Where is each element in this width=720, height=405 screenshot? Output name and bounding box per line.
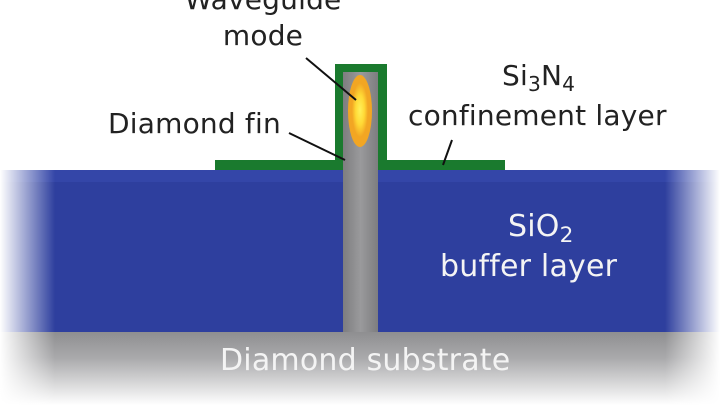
si3n4-si-text: Si [502,59,528,92]
si3n4-layer-right [378,160,505,170]
waveguide-mode-label: Waveguide mode [168,0,358,50]
diamond-fin-leader [288,132,346,161]
diamond-fin-label: Diamond fin [108,107,281,140]
confinement-layer-leader [442,139,453,166]
left-edge-fade [0,160,55,405]
buffer-layer-label: buffer layer [440,249,618,284]
sio2-text: SiO [508,209,560,244]
right-edge-fade [665,160,720,405]
si3n4-subscript-3: 3 [527,71,541,96]
confinement-layer-label: confinement layer [408,99,667,132]
si3n4-n-text: N [540,59,563,92]
sio2-subscript-2: 2 [559,223,574,249]
si3n4-subscript-4: 4 [562,71,576,96]
waveguide-mode-leader [305,57,357,101]
diamond-substrate-label: Diamond substrate [220,343,511,378]
si3n4-layer-left [215,160,345,170]
si3n4-label: Si3N4 [502,59,575,94]
waveguide-mode-label-line1: Waveguide [168,0,358,14]
waveguide-mode-inner [352,83,368,137]
sio2-label: SiO2 [508,209,574,247]
waveguide-mode-label-line2: mode [222,19,304,52]
